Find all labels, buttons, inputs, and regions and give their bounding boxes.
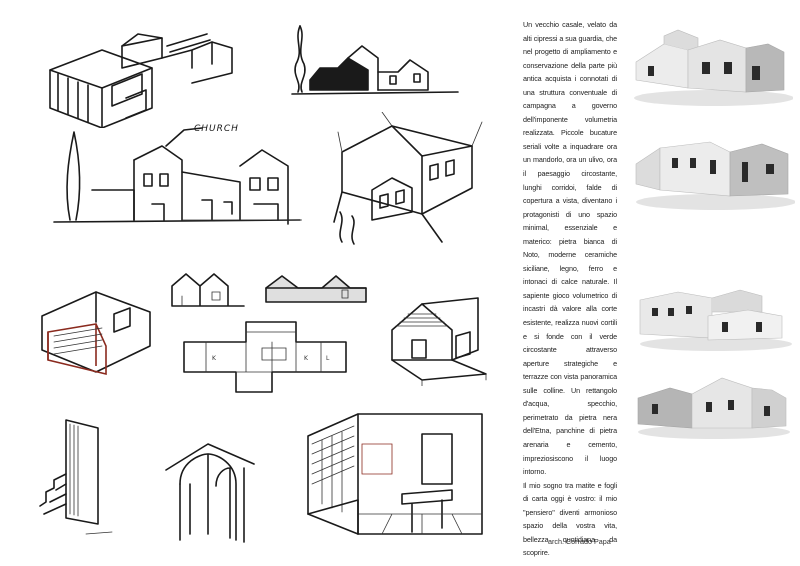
svg-text:K: K xyxy=(304,355,309,362)
architect-signature: arch. Corrado Papa xyxy=(548,537,611,546)
model-render-3 xyxy=(632,282,792,352)
description-text: Un vecchio casale, velato da alti cipres… xyxy=(523,18,617,560)
sketch-arched-passage xyxy=(160,434,260,544)
sketch-elevation-silhouette xyxy=(290,20,460,102)
description-paragraph-1: Un vecchio casale, velato da alti cipres… xyxy=(523,20,617,477)
model-render-4 xyxy=(632,368,792,440)
sketch-main-elevation: CHURCH xyxy=(52,120,302,250)
svg-text:K: K xyxy=(212,355,217,362)
sketch-house-perspective xyxy=(42,28,242,128)
sketch-staircase xyxy=(36,414,116,546)
sketch-kitchen-interior xyxy=(302,404,502,544)
description-paragraph-2: Il mio sogno tra matite e fogli di carta… xyxy=(523,480,617,558)
sketch-courtyard-volume xyxy=(36,286,156,378)
sketch-roof-section-b xyxy=(262,268,370,308)
model-render-2 xyxy=(630,124,795,212)
sketch-floor-plan: K K L xyxy=(176,312,356,402)
model-render-1 xyxy=(628,26,793,108)
sketch-interior-room xyxy=(382,290,490,386)
svg-text:L: L xyxy=(326,355,330,362)
sketch-annotation: CHURCH xyxy=(194,124,239,134)
sketch-aerial-perspective xyxy=(332,112,492,250)
sketch-roof-section-a xyxy=(168,270,248,310)
